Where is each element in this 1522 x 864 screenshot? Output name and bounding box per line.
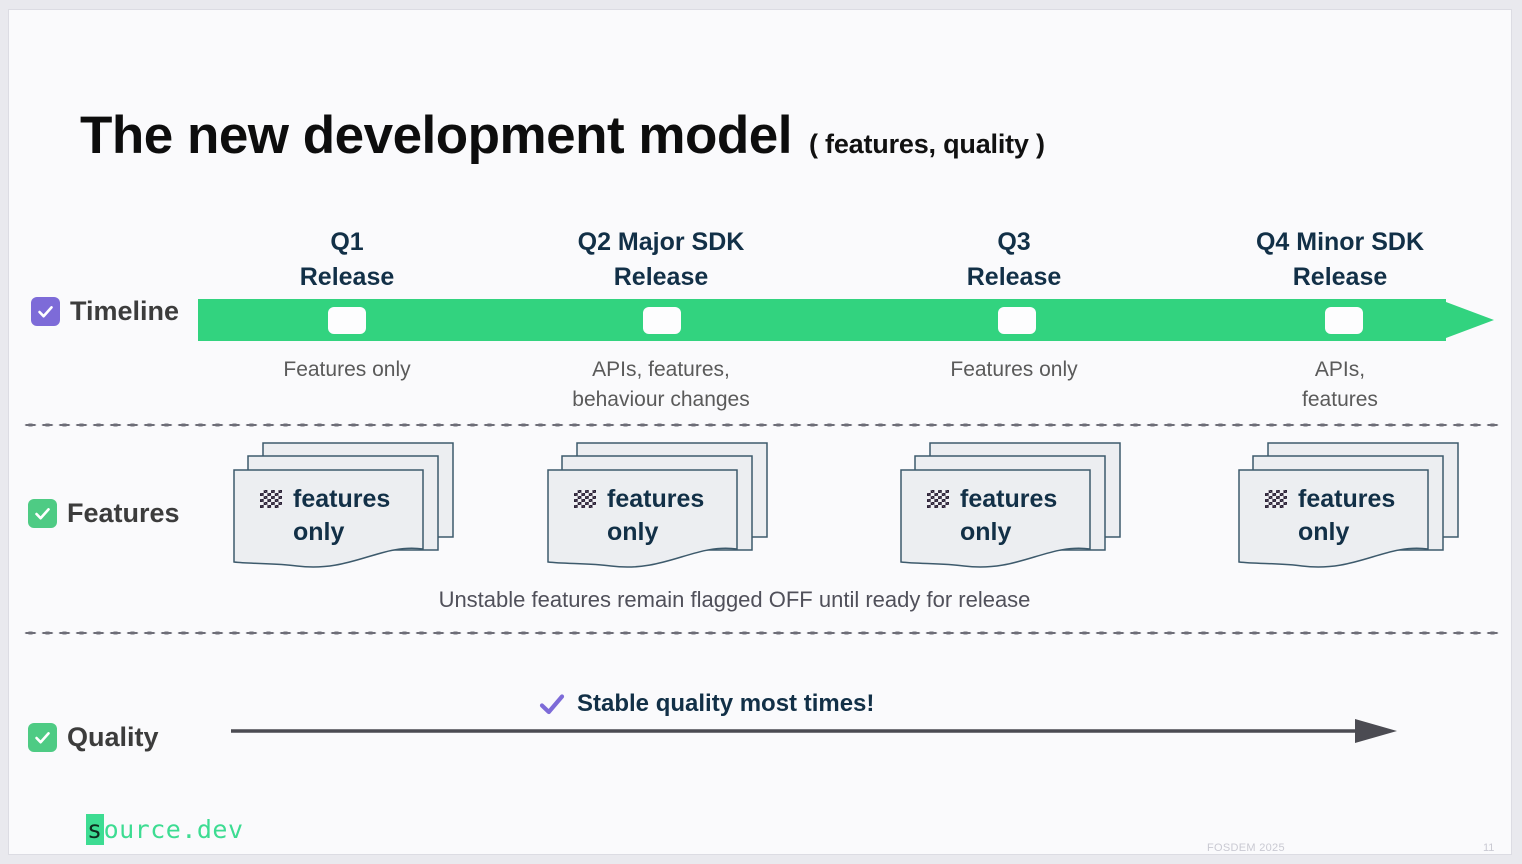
timeline-heading-q1: Q1 Release bbox=[299, 228, 395, 291]
timeline-tick-q4 bbox=[1325, 307, 1363, 334]
timeline-caption-q2: APIs, features, behaviour changes bbox=[572, 358, 750, 411]
logo-text: ource.dev bbox=[103, 815, 244, 844]
timeline-bar bbox=[198, 299, 1494, 341]
checkered-flag-icon bbox=[927, 490, 949, 508]
row-label-quality: Quality bbox=[28, 722, 159, 753]
source-dev-logo: source.dev bbox=[86, 814, 244, 845]
timeline-arrowhead-icon bbox=[1438, 299, 1494, 341]
row-label-timeline-text: Timeline bbox=[70, 296, 180, 326]
timeline-bar-body bbox=[198, 299, 1446, 341]
feature-card-stack-q1: features only bbox=[231, 439, 463, 569]
checkbox-checked-icon-quality bbox=[28, 723, 57, 752]
feature-card-stack-q3: features only bbox=[898, 439, 1130, 569]
timeline-tick-q2 bbox=[643, 307, 681, 334]
checkbox-checked-icon-features bbox=[28, 499, 57, 528]
row-label-features-text: Features bbox=[67, 498, 180, 528]
quality-arrow-icon bbox=[231, 716, 1397, 746]
checkered-flag-icon bbox=[1265, 490, 1287, 508]
quality-badge-text: Stable quality most times! bbox=[577, 690, 875, 717]
feature-card-label-q1: features only bbox=[260, 483, 390, 549]
footer-event-label: FOSDEM 2025 bbox=[1207, 842, 1285, 854]
row-label-features: Features bbox=[28, 498, 180, 529]
timeline-caption-q4: APIs, features bbox=[1302, 358, 1378, 411]
timeline-heading-q4: Q4 Minor SDK Release bbox=[1255, 228, 1425, 291]
page-title: The new development model ( features, qu… bbox=[80, 105, 1045, 166]
timeline-caption-q1: Features only bbox=[283, 358, 411, 381]
feature-card-label-q2: features only bbox=[574, 483, 704, 549]
timeline-heading-q3: Q3 Release bbox=[966, 228, 1062, 291]
logo-mark: s bbox=[86, 814, 104, 845]
feature-card-stack-q4: features only bbox=[1236, 439, 1468, 569]
timeline-caption-q3: Features only bbox=[950, 358, 1078, 381]
divider-timeline-features bbox=[22, 423, 1499, 427]
timeline-heading-q2: Q2 Major SDK Release bbox=[577, 228, 745, 291]
divider-features-quality bbox=[22, 631, 1499, 635]
checkered-flag-icon bbox=[574, 490, 596, 508]
check-mark-icon bbox=[539, 694, 565, 715]
quality-badge: Stable quality most times! bbox=[539, 690, 874, 718]
title-main-text: The new development model bbox=[80, 106, 792, 165]
feature-card-label-q3: features only bbox=[927, 483, 1057, 549]
checkered-flag-icon bbox=[260, 490, 282, 508]
timeline-tick-q3 bbox=[998, 307, 1036, 334]
footer-page-number: 11 bbox=[1483, 842, 1495, 854]
row-label-quality-text: Quality bbox=[67, 722, 159, 752]
slide-canvas: The new development model ( features, qu… bbox=[8, 9, 1512, 855]
feature-card-label-q4: features only bbox=[1265, 483, 1395, 549]
features-note-text: Unstable features remain flagged OFF unt… bbox=[438, 587, 1031, 612]
title-subtitle-text: ( features, quality ) bbox=[808, 129, 1045, 159]
timeline-tick-q1 bbox=[328, 307, 366, 334]
feature-card-stack-q2: features only bbox=[545, 439, 777, 569]
row-label-timeline: Timeline bbox=[31, 296, 179, 327]
checkbox-checked-icon-timeline bbox=[31, 297, 60, 326]
